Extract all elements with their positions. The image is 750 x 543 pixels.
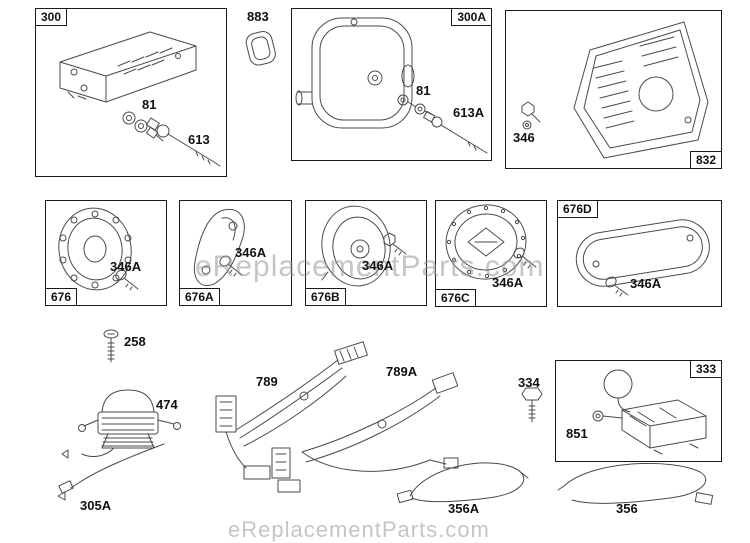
- group-label-676B[interactable]: 676B: [305, 288, 346, 306]
- group-box-676: 676: [45, 200, 167, 306]
- group-label-333[interactable]: 333: [689, 360, 722, 378]
- callout-346[interactable]: 346: [513, 130, 535, 145]
- group-box-832: 832: [505, 10, 722, 169]
- callout-81-right[interactable]: 81: [416, 83, 431, 98]
- watermark-bottom: eReplacementParts.com: [228, 517, 490, 542]
- callout-346A-676D[interactable]: 346A: [630, 276, 662, 291]
- callout-305A[interactable]: 305A: [80, 498, 112, 513]
- screw-346A-676B-drawing: [383, 232, 407, 256]
- callout-334[interactable]: 334: [518, 375, 540, 390]
- callout-613A[interactable]: 613A: [453, 105, 485, 120]
- guard-832-drawing: [573, 21, 709, 159]
- callout-346A-676C[interactable]: 346A: [492, 275, 524, 290]
- callout-346A-676[interactable]: 346A: [110, 259, 142, 274]
- callout-356[interactable]: 356: [616, 501, 638, 516]
- group-box-676C: 676C: [435, 200, 547, 307]
- group-label-676C[interactable]: 676C: [435, 289, 476, 307]
- wire-305A-drawing: [57, 443, 165, 501]
- group-box-333: 333: [555, 360, 722, 462]
- screw-346A-676D-drawing: [605, 276, 629, 297]
- bolt-334-drawing: [521, 387, 543, 423]
- bolt-346-drawing: [521, 101, 541, 130]
- group-label-300[interactable]: 300: [35, 8, 68, 26]
- group-box-676B: 676B: [305, 200, 427, 306]
- callout-474[interactable]: 474: [156, 397, 178, 412]
- callout-789A[interactable]: 789A: [386, 364, 418, 379]
- screw-346A-676A-drawing: [219, 255, 243, 277]
- screw-346A-676C-drawing: [513, 247, 537, 269]
- screw-258-drawing: [103, 329, 119, 363]
- group-box-300: 300: [35, 8, 227, 177]
- coil-333-drawing: [592, 369, 707, 455]
- callout-258[interactable]: 258: [124, 334, 146, 349]
- muffler-300A-drawing: [295, 17, 415, 129]
- group-label-676A[interactable]: 676A: [179, 288, 220, 306]
- group-label-676D[interactable]: 676D: [557, 200, 598, 218]
- plate-676-drawing: [58, 207, 132, 291]
- muffler-676B-drawing: [321, 205, 391, 287]
- callout-356A[interactable]: 356A: [448, 501, 480, 516]
- group-box-676A: 676A: [179, 200, 292, 306]
- cover-676D-drawing: [575, 219, 710, 287]
- group-label-300A[interactable]: 300A: [451, 8, 492, 26]
- group-box-300A: 300A: [291, 8, 492, 161]
- callout-81-left[interactable]: 81: [142, 97, 157, 112]
- group-box-676D: 676D: [557, 200, 722, 307]
- muffler-300-drawing: [59, 31, 197, 103]
- callout-613[interactable]: 613: [188, 132, 210, 147]
- wire-356-drawing: [557, 462, 714, 505]
- plate-676C-drawing: [445, 204, 527, 280]
- callout-346A-676A[interactable]: 346A: [235, 245, 267, 260]
- group-label-832[interactable]: 832: [689, 151, 722, 169]
- harness-789-drawing: [215, 341, 368, 480]
- group-label-676[interactable]: 676: [45, 288, 78, 306]
- wire-356A-drawing: [396, 462, 529, 504]
- callout-851[interactable]: 851: [566, 426, 588, 441]
- gasket-883-drawing: [245, 31, 276, 66]
- screw-346A-676-drawing: [115, 269, 139, 291]
- callout-789[interactable]: 789: [256, 374, 278, 389]
- bolt-613-drawing: [146, 117, 221, 167]
- callout-346A-676B[interactable]: 346A: [362, 258, 394, 273]
- cover-676A-drawing: [193, 208, 245, 286]
- bolt-613A-drawing: [423, 110, 488, 154]
- callout-883[interactable]: 883: [247, 9, 269, 24]
- armature-474-drawing: [78, 389, 181, 457]
